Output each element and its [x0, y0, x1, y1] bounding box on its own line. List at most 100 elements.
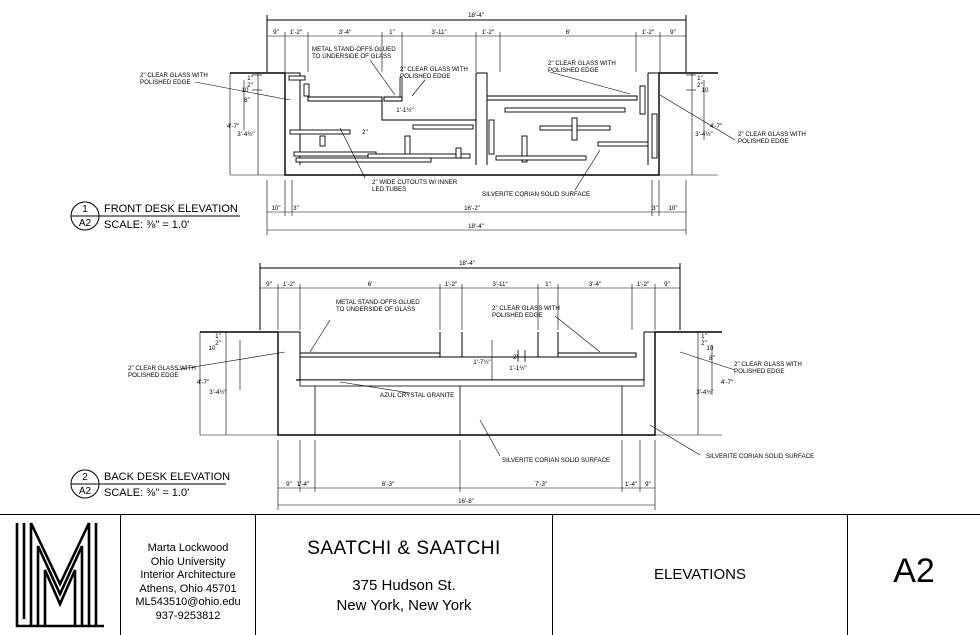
back-note: AZUL CRYSTAL GRANITE	[380, 392, 454, 399]
back-bottom-dim: 9"	[645, 481, 651, 488]
project-address: 375 Hudson St. New York, New York	[256, 576, 552, 616]
designer-info: Marta Lockwood Ohio University Interior …	[121, 514, 256, 635]
front-note: POLISHED EDGE	[400, 73, 451, 80]
designer-school: Ohio University	[150, 555, 226, 568]
front-bottom-dim: 3"	[293, 205, 299, 212]
back-left-dim: 1"	[215, 333, 221, 340]
front-top-dim: 1"	[389, 29, 395, 36]
back-top-dim: 3'-11"	[492, 281, 507, 288]
front-bottom-dim: 10"	[271, 205, 280, 212]
back-view-sheet: A2	[79, 486, 92, 497]
front-top-dim: 1'-2"	[642, 29, 654, 36]
front-top-dim: 3'-4"	[339, 29, 351, 36]
back-left-dim: 2"	[215, 340, 221, 347]
front-view-sheet: A2	[79, 218, 92, 229]
front-note: SILVERITE CORIAN SOLID SURFACE	[482, 191, 590, 198]
front-overall-bottom-dim: 18'-4"	[468, 223, 484, 230]
back-note: POLISHED EDGE	[492, 312, 543, 319]
front-view-scale: SCALE: ⅜" = 1.0'	[104, 219, 189, 231]
logo-cell	[0, 514, 121, 635]
front-right-dim: 10	[702, 87, 709, 94]
project-address-line1: 375 Hudson St.	[352, 577, 456, 594]
back-note: 2" CLEAR GLASS WITH	[492, 305, 560, 312]
front-left-dim: 1"	[247, 75, 253, 82]
front-left-dim: 10	[242, 87, 249, 94]
back-inner-dim: 1'-7½"	[473, 359, 490, 366]
back-top-dim: 9"	[664, 281, 670, 288]
front-right-dim: 2"	[697, 82, 703, 89]
back-view-label: 2 A2 BACK DESK ELEVATION SCALE: ⅜" = 1.0…	[70, 469, 230, 499]
back-right-dim: 2"	[701, 340, 707, 347]
front-left-dim: 2"	[247, 82, 253, 89]
sheet-title: ELEVATIONS	[654, 566, 746, 583]
front-note: POLISHED EDGE	[738, 138, 789, 145]
back-left-dim: 10	[209, 345, 216, 352]
back-top-dim: 1"	[545, 281, 551, 288]
back-note: SILVERITE CORIAN SOLID SURFACE	[706, 453, 814, 460]
sheet-number: A2	[893, 552, 935, 590]
back-view-number: 2	[82, 472, 88, 483]
back-inner-dim: 1'-1½"	[509, 365, 526, 372]
front-bottom-dim: 16'-2"	[464, 205, 480, 212]
front-left-dim: 3'-4½"	[237, 131, 254, 138]
back-bottom-dim: 1'-4"	[625, 481, 637, 488]
elevation-drawings: 18'-4" 9" 1'-2" 3'-4" 1" 3'-11" 1'-2" 6' 1'-2" 9"…	[70, 12, 814, 510]
back-note: TO UNDERSIDE OF GLASS	[336, 306, 415, 313]
front-left-dim: 8"	[244, 97, 250, 104]
sheet-title-cell: ELEVATIONS	[553, 514, 848, 635]
project-name: SAATCHI & SAATCHI	[307, 538, 501, 559]
front-right-dim: 3'-4½"	[695, 131, 712, 138]
front-right-dim: 4'-7"	[710, 123, 722, 130]
front-desk-elevation	[194, 15, 736, 235]
back-note: 2" CLEAR GLASS WITH	[734, 361, 802, 368]
front-view-number: 1	[82, 204, 88, 215]
title-block	[0, 514, 980, 635]
back-top-dim: 3'-4"	[589, 281, 601, 288]
back-overall-bottom-dim: 16'-8"	[458, 498, 474, 505]
back-note: SILVERITE CORIAN SOLID SURFACE	[502, 457, 610, 464]
lm-logo	[15, 522, 104, 628]
front-view-title: FRONT DESK ELEVATION	[104, 203, 238, 215]
front-left-dim: 4'-7"	[227, 123, 239, 130]
back-bottom-dim: 7'-3"	[535, 481, 547, 488]
back-left-dim: 4'-7"	[197, 379, 209, 386]
back-overall-dim: 18'-4"	[459, 260, 475, 267]
back-note: POLISHED EDGE	[128, 372, 179, 379]
front-note: TO UNDERSIDE OF GLASS	[312, 53, 391, 60]
front-top-dim: 1'-2"	[290, 29, 302, 36]
back-view-title: BACK DESK ELEVATION	[104, 471, 230, 483]
front-note: POLISHED EDGE	[548, 67, 599, 74]
back-inner-dim: 2"	[513, 354, 519, 361]
front-note: POLISHED EDGE	[140, 79, 191, 86]
back-right-dim: 4'-7"	[721, 379, 733, 386]
front-top-dim: 6'	[566, 29, 571, 36]
front-top-dim: 1'-2"	[482, 29, 494, 36]
back-right-dim: 8"	[709, 355, 715, 362]
back-note: POLISHED EDGE	[734, 368, 785, 375]
front-top-dim: 3'-11"	[431, 29, 446, 36]
back-bottom-dim: 9"	[286, 481, 292, 488]
back-note: METAL STAND-OFFS GLUED	[336, 299, 420, 306]
front-note: 2" CLEAR GLASS WITH	[738, 131, 806, 138]
back-top-dim: 6'	[368, 281, 373, 288]
designer-phone: 937-9253812	[155, 609, 221, 622]
back-desk-elevation	[174, 263, 736, 510]
back-left-dim: 3'-4½"	[209, 389, 226, 396]
back-bottom-dim: 1'-4"	[297, 481, 309, 488]
front-note: 2" CLEAR GLASS WITH	[140, 72, 208, 79]
front-inner-dim: 2"	[362, 129, 368, 136]
front-bottom-dim: 10"	[668, 205, 677, 212]
back-right-dim: 3'-4½"	[696, 389, 713, 396]
front-view-label: 1 A2 FRONT DESK ELEVATION SCALE: ⅜" = 1.…	[70, 201, 240, 231]
back-top-dim: 1'-2"	[283, 281, 295, 288]
front-bottom-dim: 3"	[652, 205, 658, 212]
back-view-scale: SCALE: ⅜" = 1.0'	[104, 487, 189, 499]
front-right-dim: 1"	[697, 75, 703, 82]
front-inner-dim: 1'-1½"	[396, 107, 413, 114]
front-note: LED TUBES	[372, 186, 406, 193]
designer-program: Interior Architecture	[140, 569, 236, 582]
back-top-dim: 9"	[266, 281, 272, 288]
back-right-dim: 1"	[701, 333, 707, 340]
front-note: 2" WIDE CUTOUTS W/ INNER	[372, 179, 458, 186]
